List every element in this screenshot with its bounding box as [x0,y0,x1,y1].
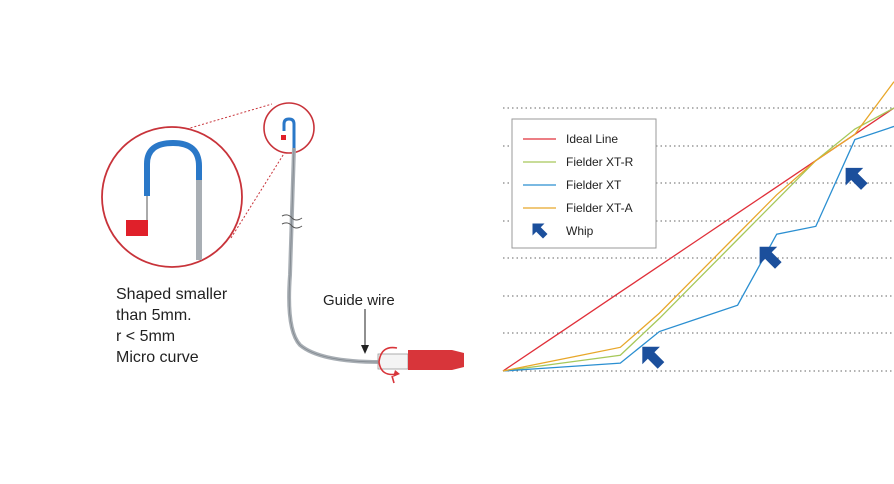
connector-taper [452,350,464,370]
tip-highlight-circle [263,102,315,154]
label-arrowhead [361,345,369,354]
caption-line: Shaped smaller [116,286,228,303]
caption-line: r < 5mm [116,328,176,345]
legend-label: Fielder XT-R [566,155,634,169]
whip-arrow-icon [759,246,782,269]
legend-label: Fielder XT-A [566,201,633,215]
connector [377,350,464,370]
zoom-connector-bottom [230,151,286,239]
caption-line: than 5mm. [116,307,192,324]
whip-arrow-icon [532,223,548,239]
zoom-circle [101,126,243,268]
tip-caption: Shaped smaller than 5mm. r < 5mm Micro c… [116,284,227,368]
small-wire-tip [282,117,296,148]
tip-marker [126,220,148,236]
series-line [502,125,894,372]
legend-label: Whip [566,224,594,238]
whip-arrow-icon [845,167,868,190]
connector-sleeve [377,353,409,370]
guide-wire-illustration [101,102,464,384]
guide-wire-label: Guide wire [323,292,395,309]
caption-line: Micro curve [116,349,199,366]
legend-label: Ideal Line [566,132,618,146]
wire-shaft-outline [288,147,381,363]
small-tip-marker [281,135,286,140]
series-line [502,107,894,372]
whip-markers [642,167,868,369]
connector-body [408,350,452,370]
series-line [502,81,894,372]
rotation-arrowhead [393,370,400,377]
rotation-arrow [378,346,398,376]
wire-shaft [287,147,381,364]
wire-tip-curve [144,139,202,196]
whip-arrow-icon [642,346,665,369]
break-symbol [281,214,303,229]
legend-label: Fielder XT [566,178,622,192]
chart-series [502,81,894,372]
rotation-arrow-tail [391,375,395,384]
